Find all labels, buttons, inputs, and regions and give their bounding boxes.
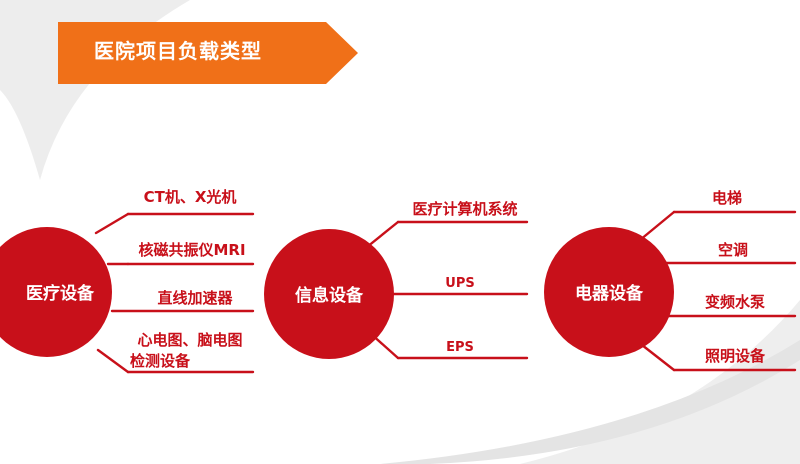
- item-variable-frequency-pump: 变频水泵: [705, 293, 765, 311]
- item-lighting-equipment: 照明设备: [705, 347, 766, 365]
- item-air-conditioning: 空调: [718, 241, 748, 259]
- hub-label-electrical: 电器设备: [575, 283, 644, 304]
- hub-information-equipment: [264, 229, 394, 359]
- item-ups: UPS: [445, 276, 474, 291]
- item-linear-accelerator: 直线加速器: [157, 289, 233, 307]
- item-ct-xray: CT机、X光机: [144, 188, 237, 206]
- connector-lines: [94, 210, 797, 374]
- top-left-swoosh: [0, 0, 190, 180]
- item-testing-equipment: 检测设备: [130, 352, 191, 370]
- item-ecg-eeg: 心电图、脑电图: [137, 331, 242, 349]
- item-elevator: 电梯: [712, 189, 742, 207]
- bottom-right-swoosh: [520, 300, 800, 464]
- hub-label-medical: 医疗设备: [26, 283, 95, 304]
- banner-title: 医院项目负载类型: [94, 39, 262, 63]
- item-medical-computer-system: 医疗计算机系统: [412, 200, 517, 218]
- item-eps: EPS: [446, 340, 474, 355]
- hub-label-information: 信息设备: [295, 285, 364, 306]
- hub-electrical-equipment: [544, 227, 674, 357]
- item-mri: 核磁共振仪MRI: [138, 241, 245, 259]
- hub-medical-equipment: [0, 227, 112, 357]
- bottom-right-swoosh-2: [380, 340, 800, 464]
- title-banner: [58, 22, 358, 84]
